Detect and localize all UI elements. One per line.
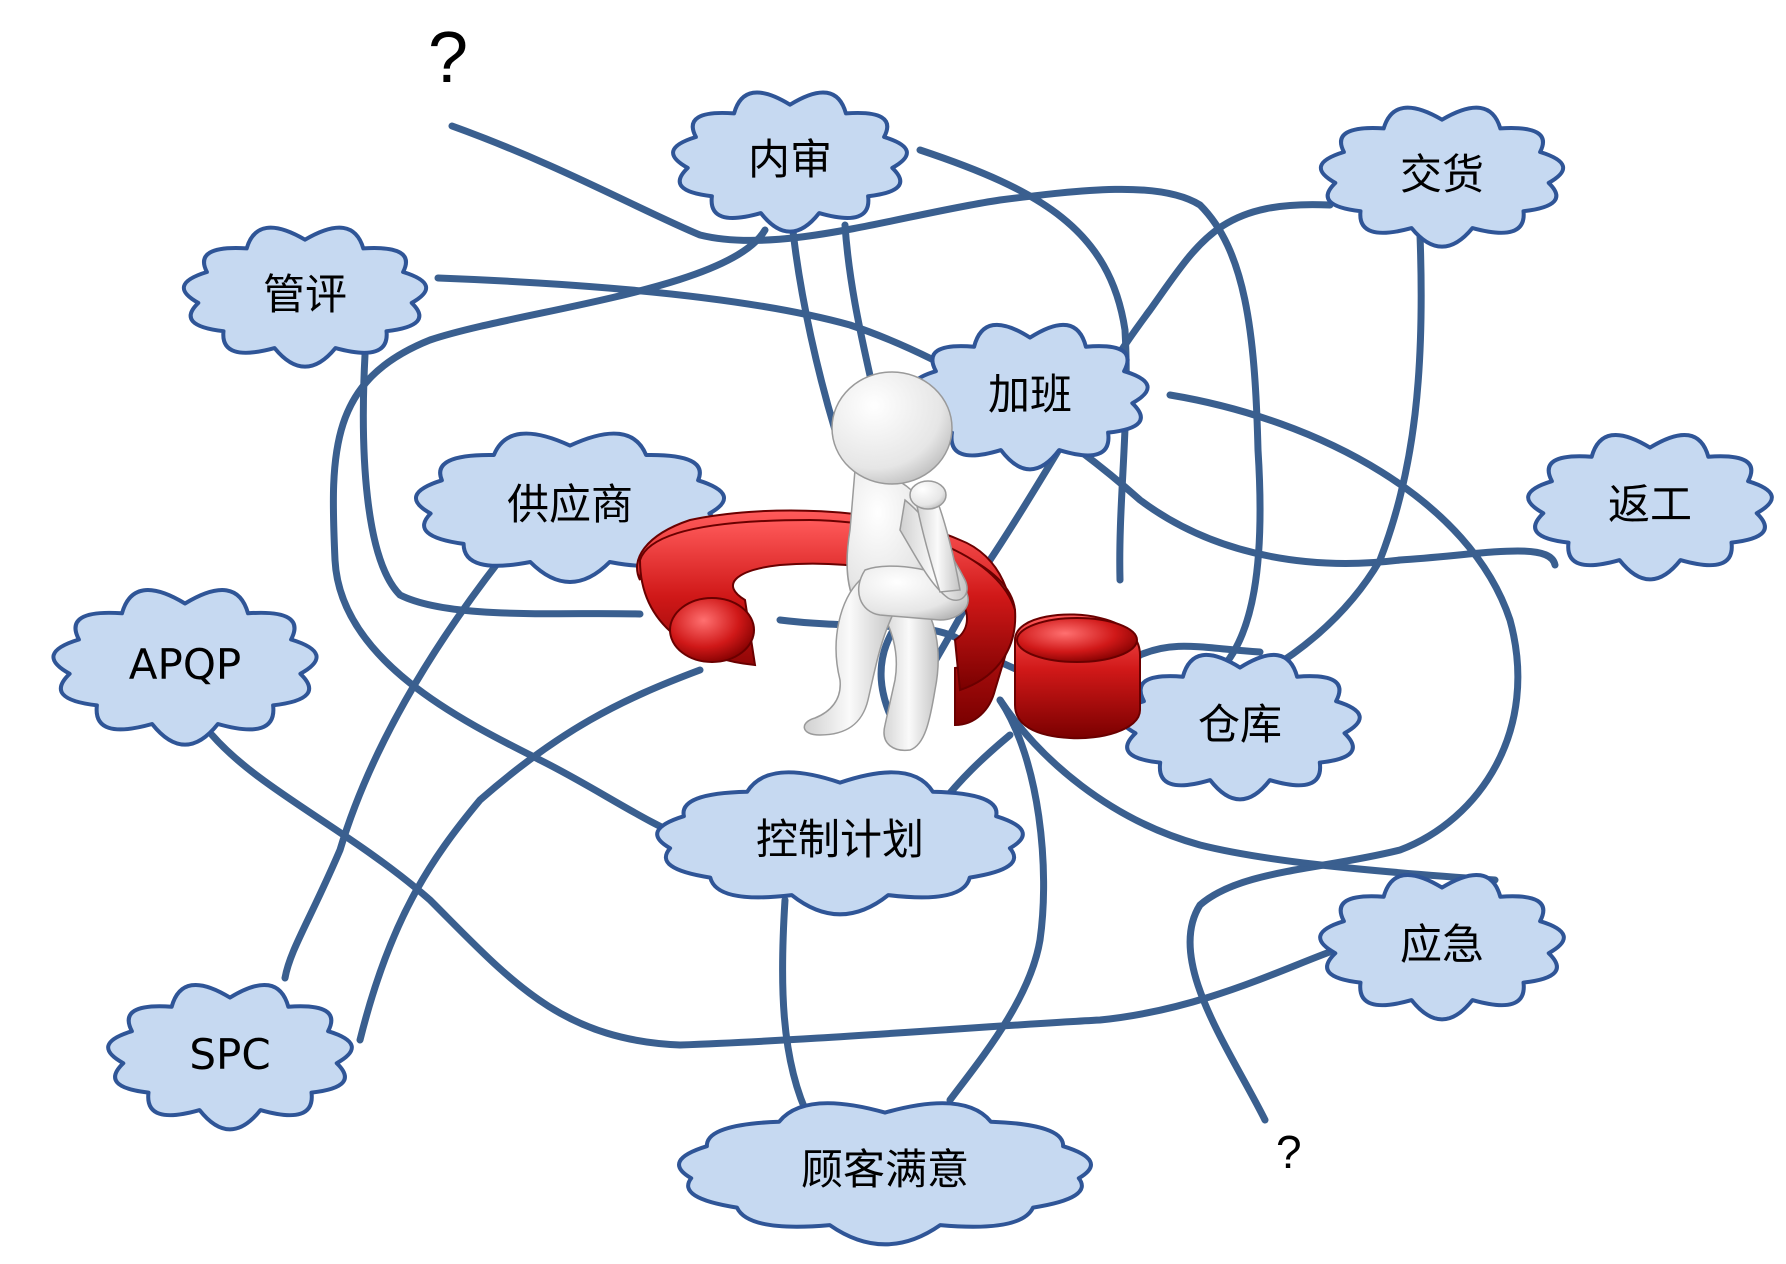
cloud-node-spc: SPC [106,983,354,1132]
question-mark-top: ? [428,18,468,98]
cloud-label: 加班 [988,370,1072,419]
cloud-label: 供应商 [507,480,633,529]
link-line [434,274,1559,569]
cloud-shape [106,983,354,1132]
link-line [448,122,1264,679]
cloud-node-apqp: APQP [51,588,319,747]
cloud-node-gukemanyi: 顾客满意 [677,1101,1093,1247]
link-line [281,556,504,982]
link-line [329,226,769,849]
question-mark-dot-top [1016,617,1138,663]
link-line [841,221,879,404]
thinking-person-on-question-mark-image [636,371,1141,752]
cloud-node-neishen: 内审 [671,90,909,234]
link-line [356,666,704,1044]
cloud-shape [655,770,1025,917]
link-line [946,696,1048,1104]
link-line [779,896,814,1124]
link-line [788,218,839,434]
link-line [916,146,1130,584]
cloud-node-guanping: 管评 [181,225,429,369]
cloud-label: 内审 [748,135,832,184]
link-line [208,731,1339,1049]
cloud-node-jiaban: 加班 [910,322,1150,472]
cloud-shape [181,225,429,369]
cloud-label: APQP [129,640,241,689]
question-mark-arc-cap [669,597,755,663]
cloud-node-fangong: 返工 [1526,433,1774,582]
cloud-node-jiaohuo: 交货 [1318,105,1566,249]
cloud-shape [1526,433,1774,582]
connection-lines [208,122,1559,1124]
question-mark-bottom: ? [1276,1126,1302,1178]
cloud-shape [677,1101,1093,1247]
cloud-label: SPC [189,1030,270,1079]
thinking-person [803,371,969,752]
cloud-label: 顾客满意 [801,1145,969,1194]
cloud-label: 交货 [1400,150,1484,199]
cloud-label: 控制计划 [756,815,924,864]
cloud-node-cangku: 仓库 [1118,652,1362,802]
cloud-node-kongzhijihua: 控制计划 [655,770,1025,917]
cloud-shape [671,90,909,234]
link-line [996,696,1499,884]
cloud-shape [1118,652,1362,802]
cloud-shape [1318,105,1566,249]
cloud-label: 管评 [263,270,347,319]
cloud-shape [910,322,1150,472]
cloud-shape [1318,873,1566,1022]
link-line [1246,231,1425,684]
link-line [359,351,644,618]
cloud-label: 返工 [1608,480,1692,529]
cloud-shape [51,588,319,747]
link-line [1166,391,1522,1124]
cloud-node-yingji: 应急 [1318,873,1566,1022]
cloud-label: 仓库 [1198,700,1282,749]
cloud-label: 应急 [1400,920,1484,969]
